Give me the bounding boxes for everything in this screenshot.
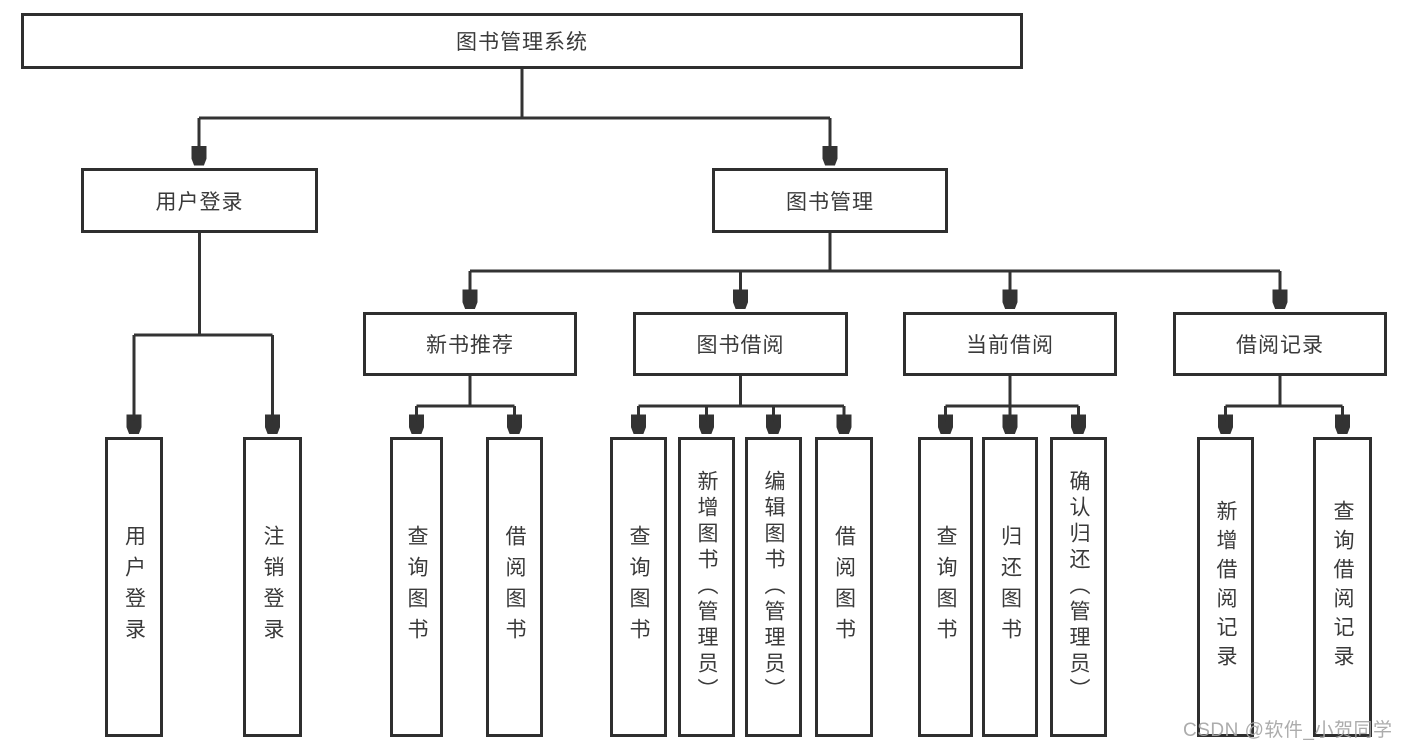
leaf-br-add-record-label: 新增借阅记录: [1214, 500, 1237, 674]
node-book-borrow: 图书借阅: [633, 312, 848, 376]
node-user-login-label: 用户登录: [155, 190, 244, 214]
leaf-cb-return-books: 归还图书: [982, 437, 1038, 737]
node-new-book-recommend: 新书推荐: [363, 312, 577, 376]
leaf-bb-add-books: 新增图书（管理员）: [678, 437, 735, 737]
leaf-cb-return-books-label: 归还图书: [998, 525, 1022, 649]
node-book-management-label: 图书管理: [786, 190, 874, 214]
leaf-cb-confirm-return-label: 确认归还（管理员）: [1067, 470, 1090, 704]
leaf-rec-borrow-books: 借阅图书: [486, 437, 543, 737]
leaf-bb-borrow-books: 借阅图书: [815, 437, 873, 737]
node-root: 图书管理系统: [21, 13, 1023, 69]
leaf-user-login-label: 用户登录: [122, 525, 146, 649]
leaf-cb-confirm-return: 确认归还（管理员）: [1050, 437, 1107, 737]
node-current-borrow-label: 当前借阅: [966, 334, 1054, 357]
leaf-cb-query-books: 查询图书: [918, 437, 973, 737]
leaf-logout-label: 注销登录: [261, 525, 284, 649]
leaf-rec-query-books-label: 查询图书: [405, 525, 428, 649]
csdn-watermark: CSDN @软件_小贺同学: [1183, 720, 1393, 741]
node-borrow-records-label: 借阅记录: [1236, 334, 1324, 357]
leaf-bb-add-books-label: 新增图书（管理员）: [695, 470, 718, 704]
leaf-bb-borrow-books-label: 借阅图书: [832, 525, 856, 649]
node-book-borrow-label: 图书借阅: [696, 334, 785, 357]
leaf-cb-query-books-label: 查询图书: [934, 525, 957, 649]
leaf-user-login: 用户登录: [105, 437, 163, 737]
leaf-logout: 注销登录: [243, 437, 302, 737]
node-current-borrow: 当前借阅: [903, 312, 1117, 376]
leaf-rec-borrow-books-label: 借阅图书: [503, 525, 526, 649]
node-book-management: 图书管理: [712, 168, 948, 233]
leaf-bb-query-books-label: 查询图书: [627, 525, 650, 649]
node-root-label: 图书管理系统: [456, 31, 588, 54]
leaf-br-query-record: 查询借阅记录: [1313, 437, 1372, 737]
node-borrow-records: 借阅记录: [1173, 312, 1387, 376]
leaf-bb-edit-books-label: 编辑图书（管理员）: [762, 470, 785, 704]
leaf-br-query-record-label: 查询借阅记录: [1331, 500, 1354, 674]
node-user-login: 用户登录: [81, 168, 318, 233]
leaf-rec-query-books: 查询图书: [390, 437, 443, 737]
node-new-book-recommend-label: 新书推荐: [426, 334, 514, 357]
leaf-bb-edit-books: 编辑图书（管理员）: [745, 437, 802, 737]
leaf-br-add-record: 新增借阅记录: [1197, 437, 1254, 737]
leaf-bb-query-books: 查询图书: [610, 437, 667, 737]
